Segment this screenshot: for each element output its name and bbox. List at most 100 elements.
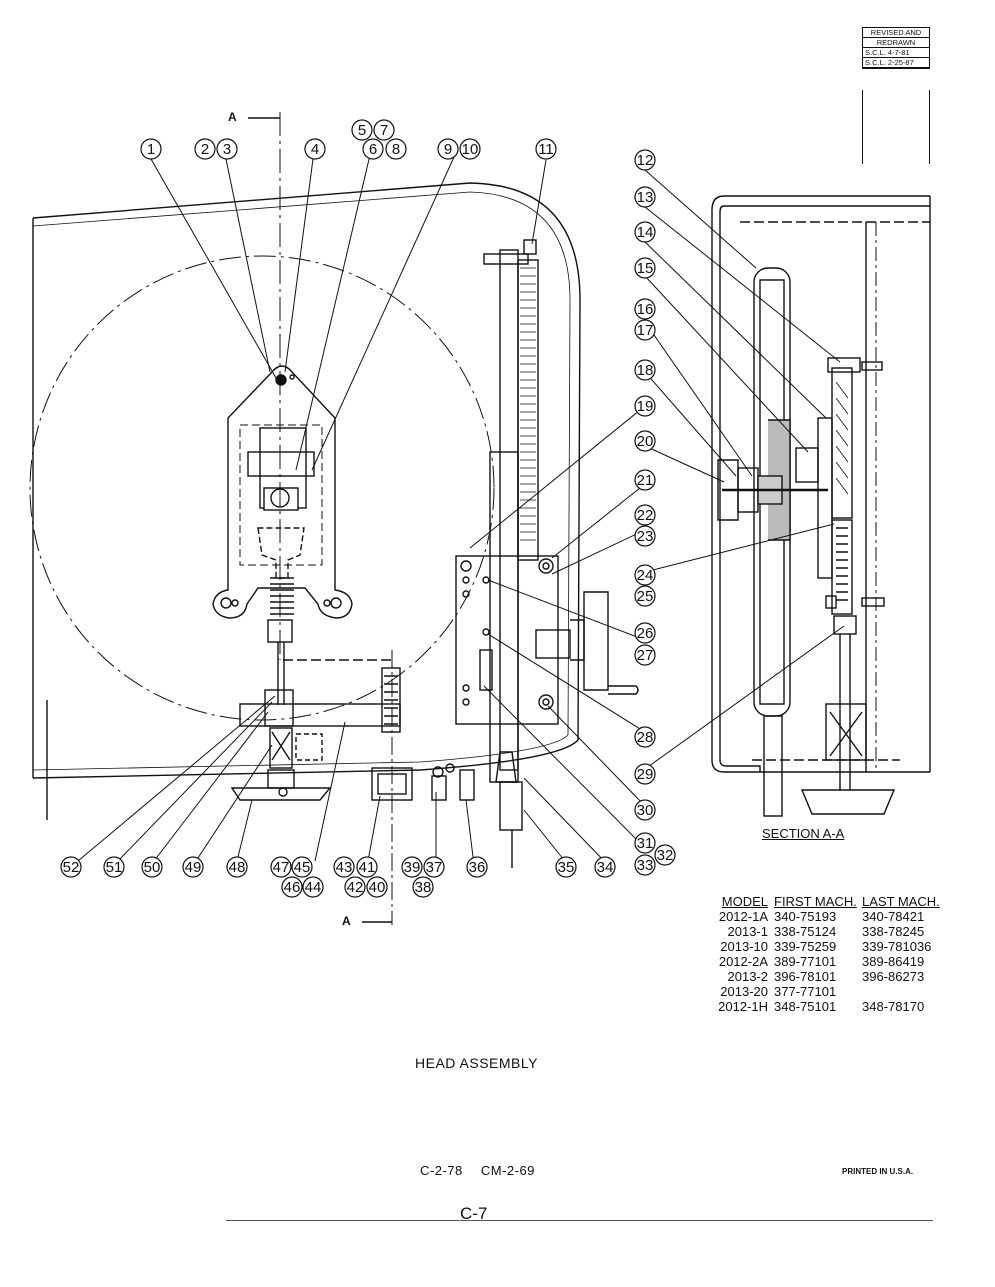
svg-text:37: 37	[426, 859, 443, 876]
svg-text:34: 34	[597, 859, 614, 876]
svg-text:32: 32	[657, 847, 674, 864]
svg-text:9: 9	[444, 141, 452, 158]
svg-text:27: 27	[637, 647, 654, 664]
callout-17: 17	[634, 319, 656, 341]
svg-text:40: 40	[369, 879, 386, 896]
callout-36: 36	[466, 856, 488, 878]
callout-16: 16	[634, 298, 656, 320]
callout-23: 23	[634, 525, 656, 547]
callout-22: 22	[634, 504, 656, 526]
svg-text:48: 48	[229, 859, 246, 876]
svg-text:8: 8	[392, 141, 400, 158]
band-wheel-outline	[29, 255, 495, 721]
svg-text:41: 41	[359, 859, 376, 876]
callout-40: 40	[366, 876, 388, 898]
callout-38: 38	[412, 876, 434, 898]
svg-text:16: 16	[637, 301, 654, 318]
revision-block-column	[862, 90, 930, 164]
svg-text:15: 15	[637, 260, 654, 277]
revision-entry: S.C.L. 2-25-87	[863, 58, 929, 68]
svg-text:42: 42	[347, 879, 364, 896]
svg-text:44: 44	[305, 879, 322, 896]
section-line-a	[248, 112, 392, 923]
callout-28: 28	[634, 726, 656, 748]
callout-50: 50	[141, 856, 163, 878]
callout-45: 45	[291, 856, 313, 878]
callout-20: 20	[634, 430, 656, 452]
svg-text:21: 21	[637, 472, 654, 489]
callout-41: 41	[356, 856, 378, 878]
callout-5: 5	[351, 119, 373, 141]
svg-text:46: 46	[284, 879, 301, 896]
svg-text:10: 10	[462, 141, 479, 158]
callout-33: 33	[634, 854, 656, 876]
callout-18: 18	[634, 359, 656, 381]
svg-text:22: 22	[637, 507, 654, 524]
col-first-mach: FIRST MACH.	[774, 894, 857, 909]
callout-52: 52	[60, 856, 82, 878]
rack-post	[455, 239, 639, 868]
callout-30: 30	[634, 799, 656, 821]
svg-text:38: 38	[415, 879, 432, 896]
svg-text:11: 11	[538, 141, 554, 158]
callout-14: 14	[634, 221, 656, 243]
svg-text:19: 19	[637, 398, 654, 415]
callout-37: 37	[423, 856, 445, 878]
svg-text:45: 45	[294, 859, 311, 876]
callout-34: 34	[594, 856, 616, 878]
svg-text:4: 4	[311, 141, 319, 158]
svg-text:18: 18	[637, 362, 654, 379]
svg-text:14: 14	[637, 224, 654, 241]
svg-text:1: 1	[147, 141, 155, 158]
callout-4: 4	[304, 138, 326, 160]
svg-text:31: 31	[637, 835, 654, 852]
callout-48: 48	[226, 856, 248, 878]
callout-leaders	[77, 154, 845, 866]
footer-codes: C-2-78 CM-2-69	[420, 1163, 535, 1178]
callout-3: 3	[216, 138, 238, 160]
callout-15: 15	[634, 257, 656, 279]
svg-text:49: 49	[185, 859, 202, 876]
svg-text:17: 17	[637, 322, 654, 339]
footer-rule	[226, 1220, 933, 1221]
svg-text:24: 24	[637, 567, 654, 584]
svg-text:20: 20	[637, 433, 654, 450]
callout-balloons: 1 2 3 4 5 7 6 8 9 10 11 12 13 14 15 16 1…	[60, 119, 676, 898]
svg-text:25: 25	[637, 588, 654, 605]
callout-46: 46	[281, 876, 303, 898]
callout-44: 44	[302, 876, 324, 898]
model-table-header: MODEL FIRST MACH. LAST MACH.	[702, 894, 942, 909]
callout-1: 1	[140, 138, 162, 160]
col-last-mach: LAST MACH.	[862, 894, 940, 909]
svg-text:12: 12	[637, 152, 654, 169]
revision-entry: S.C.L. 4-7-81	[863, 48, 929, 58]
svg-text:35: 35	[558, 859, 575, 876]
housing-outline	[32, 182, 581, 820]
drawing-title: HEAD ASSEMBLY	[415, 1055, 538, 1071]
page-number: C-7	[460, 1204, 488, 1223]
section-label: SECTION A-A	[762, 826, 845, 841]
svg-text:23: 23	[637, 528, 654, 545]
head-bracket	[212, 365, 353, 705]
section-marker-bottom: A	[342, 914, 351, 928]
svg-text:5: 5	[358, 122, 366, 139]
revision-title-2: REDRAWN	[863, 38, 929, 48]
svg-text:28: 28	[637, 729, 654, 746]
svg-text:52: 52	[63, 859, 80, 876]
callout-29: 29	[634, 763, 656, 785]
callout-49: 49	[182, 856, 204, 878]
callout-10: 10	[459, 138, 481, 160]
section-a-a-view	[711, 195, 931, 817]
svg-text:47: 47	[273, 859, 290, 876]
callout-25: 25	[634, 585, 656, 607]
callout-19: 19	[634, 395, 656, 417]
svg-text:30: 30	[637, 802, 654, 819]
callout-24: 24	[634, 564, 656, 586]
